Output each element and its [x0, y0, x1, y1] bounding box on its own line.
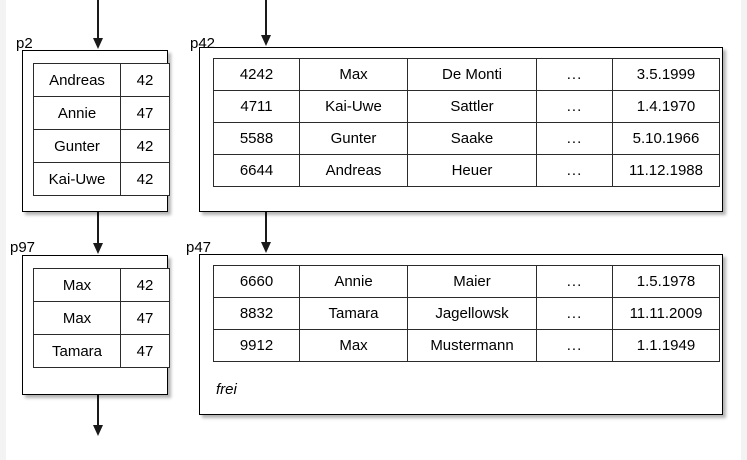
- cell-more: ...: [536, 329, 613, 362]
- cell-date: 11.12.1988: [612, 154, 720, 187]
- cell-page: 47: [120, 301, 170, 335]
- table-row[interactable]: 6644 Andreas Heuer ... 11.12.1988: [213, 154, 720, 187]
- cell-more: ...: [536, 90, 613, 123]
- page-table-p42: 4242 Max De Monti ... 3.5.1999 4711 Kai-…: [213, 58, 720, 187]
- page-table-p97: Max 42 Max 47 Tamara 47: [33, 268, 170, 368]
- table-row[interactable]: 6660 Annie Maier ... 1.5.1978: [213, 265, 720, 298]
- cell-first: Andreas: [299, 154, 408, 187]
- page-label-p47: p47: [186, 239, 212, 256]
- cell-id: 4242: [213, 58, 300, 91]
- cell-id: 9912: [213, 329, 300, 362]
- table-row[interactable]: Andreas 42: [33, 63, 170, 97]
- cell-id: 8832: [213, 297, 300, 330]
- cell-name: Kai-Uwe: [33, 162, 121, 196]
- table-row[interactable]: 4242 Max De Monti ... 3.5.1999: [213, 58, 720, 91]
- cell-date: 1.5.1978: [612, 265, 720, 298]
- cell-first: Annie: [299, 265, 408, 298]
- cell-last: Saake: [407, 122, 537, 155]
- table-row[interactable]: 9912 Max Mustermann ... 1.1.1949: [213, 329, 720, 362]
- cell-first: Max: [299, 329, 408, 362]
- page-label-p2: p2: [16, 35, 33, 52]
- page-edge-tint-right: [741, 0, 747, 460]
- cell-last: De Monti: [407, 58, 537, 91]
- table-row[interactable]: Max 47: [33, 301, 170, 335]
- cell-page: 42: [120, 63, 170, 97]
- cell-name: Tamara: [33, 334, 121, 368]
- cell-more: ...: [536, 297, 613, 330]
- cell-date: 3.5.1999: [612, 58, 720, 91]
- cell-id: 5588: [213, 122, 300, 155]
- table-row[interactable]: Gunter 42: [33, 129, 170, 163]
- table-row[interactable]: 8832 Tamara Jagellowsk ... 11.11.2009: [213, 297, 720, 330]
- page-table-p47: 6660 Annie Maier ... 1.5.1978 8832 Tamar…: [213, 265, 720, 362]
- cell-date: 1.4.1970: [612, 90, 720, 123]
- cell-name: Max: [33, 301, 121, 335]
- cell-more: ...: [536, 58, 613, 91]
- table-row[interactable]: Max 42: [33, 268, 170, 302]
- cell-date: 5.10.1966: [612, 122, 720, 155]
- cell-first: Gunter: [299, 122, 408, 155]
- cell-more: ...: [536, 265, 613, 298]
- cell-first: Max: [299, 58, 408, 91]
- cell-page: 42: [120, 129, 170, 163]
- page-label-p97: p97: [10, 239, 36, 256]
- page-edge-tint-left: [0, 0, 6, 460]
- table-row[interactable]: Annie 47: [33, 96, 170, 130]
- cell-first: Kai-Uwe: [299, 90, 408, 123]
- cell-last: Jagellowsk: [407, 297, 537, 330]
- cell-name: Max: [33, 268, 121, 302]
- cell-last: Heuer: [407, 154, 537, 187]
- table-row[interactable]: Tamara 47: [33, 334, 170, 368]
- cell-page: 47: [120, 334, 170, 368]
- cell-id: 4711: [213, 90, 300, 123]
- cell-date: 1.1.1949: [612, 329, 720, 362]
- cell-last: Maier: [407, 265, 537, 298]
- cell-last: Mustermann: [407, 329, 537, 362]
- cell-last: Sattler: [407, 90, 537, 123]
- free-space-label: frei: [216, 381, 237, 398]
- cell-more: ...: [536, 154, 613, 187]
- cell-first: Tamara: [299, 297, 408, 330]
- table-row[interactable]: 5588 Gunter Saake ... 5.10.1966: [213, 122, 720, 155]
- cell-more: ...: [536, 122, 613, 155]
- cell-name: Andreas: [33, 63, 121, 97]
- cell-date: 11.11.2009: [612, 297, 720, 330]
- cell-page: 47: [120, 96, 170, 130]
- cell-id: 6660: [213, 265, 300, 298]
- cell-page: 42: [120, 162, 170, 196]
- table-row[interactable]: Kai-Uwe 42: [33, 162, 170, 196]
- table-row[interactable]: 4711 Kai-Uwe Sattler ... 1.4.1970: [213, 90, 720, 123]
- cell-name: Annie: [33, 96, 121, 130]
- page-table-p2: Andreas 42 Annie 47 Gunter 42 Kai-Uwe 42: [33, 63, 170, 196]
- cell-page: 42: [120, 268, 170, 302]
- cell-name: Gunter: [33, 129, 121, 163]
- cell-id: 6644: [213, 154, 300, 187]
